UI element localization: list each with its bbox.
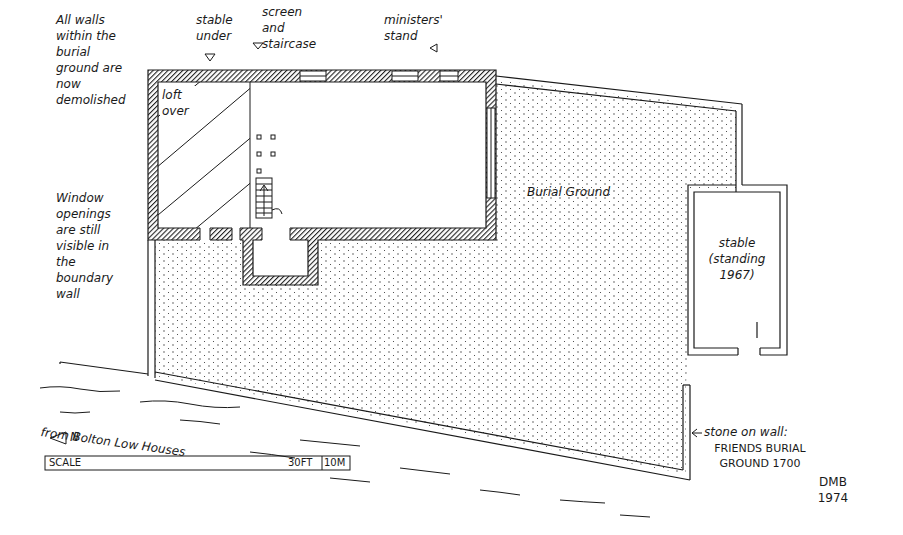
scale-label: SCALE [49,456,109,470]
scale-label: 10M [324,456,350,470]
signature: DMB 1974 [812,474,854,506]
building-walls [148,70,496,285]
note-text: Window openings are still visible in the… [56,190,132,302]
part-label: stable under [196,12,246,44]
area-label: Burial Ground [527,184,637,200]
stable-outline [688,185,787,355]
stone-note: stone on wall: [704,424,814,440]
north-label: N [70,429,86,445]
part-label: ministers' stand [384,12,458,44]
stone-inscription: FRIENDS BURIAL GROUND 1700 [712,441,808,471]
note-text: All walls within the burial ground are n… [56,12,132,108]
scale-bar [45,456,350,470]
loft-area: loft over [160,86,246,224]
part-label: screen and staircase [262,4,328,52]
stable-building: stable (standing 1967) [697,196,777,344]
node-text: loft over [160,86,208,120]
scale-label: 30FT [288,456,322,470]
node-text: stable (standing 1967) [698,234,776,284]
